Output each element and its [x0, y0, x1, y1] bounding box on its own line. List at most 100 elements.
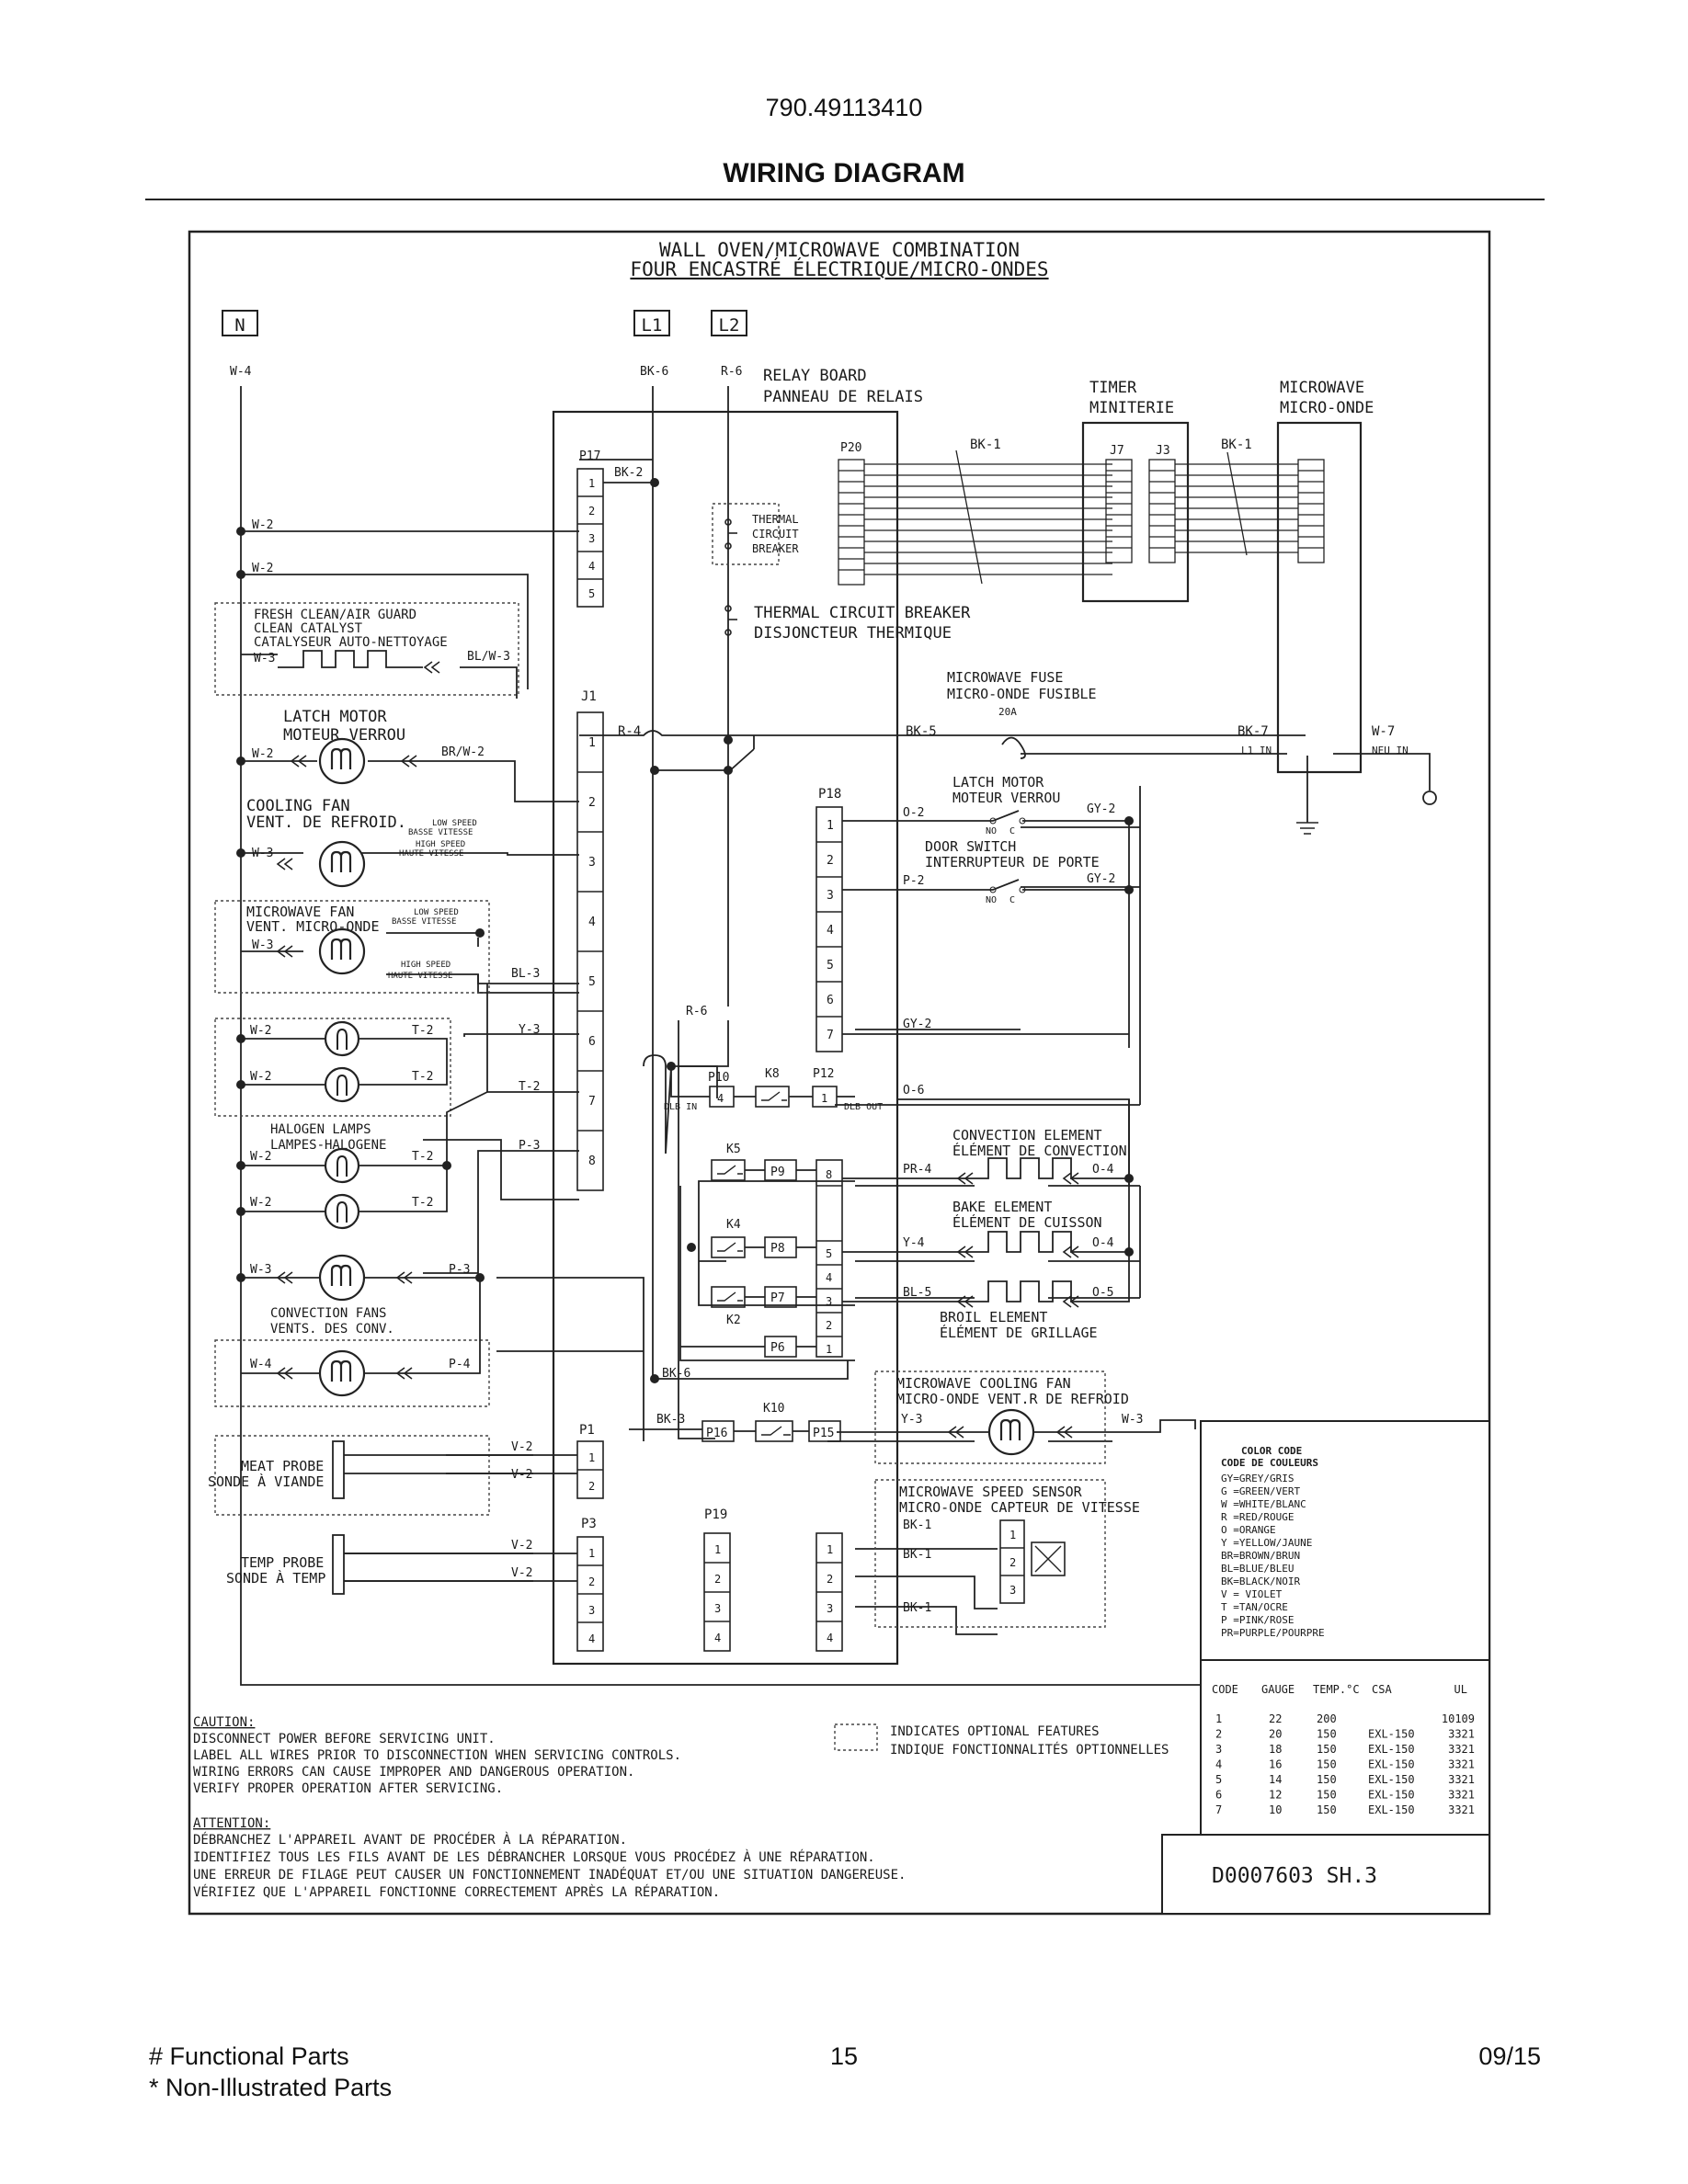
k4-label: K4 [726, 1218, 741, 1232]
wire-v2-temp-1: V-2 [511, 1539, 532, 1553]
temp-probe-icon [332, 1534, 345, 1595]
gauge-table-cell: EXL-150 [1368, 1803, 1415, 1816]
gauge-table-cell: 3321 [1448, 1728, 1475, 1741]
convection-fan-1-icon [318, 1254, 366, 1302]
meat-probe-icon [332, 1440, 345, 1499]
halogen-lamp-2-icon [324, 1066, 360, 1103]
mw-fan-label-en: MICROWAVE FAN [246, 904, 354, 920]
wire-r4: R-4 [618, 724, 641, 739]
wire-w2-h1: W-2 [250, 1024, 271, 1038]
svg-text:5: 5 [827, 959, 834, 973]
dlb-out-label: DLB OUT [844, 1102, 883, 1112]
gauge-table-cell: 3321 [1448, 1743, 1475, 1756]
gauge-table-cell: EXL-150 [1368, 1728, 1415, 1741]
footer-non-illustrated-parts: * Non-Illustrated Parts [149, 2074, 393, 2101]
footer-date: 09/15 [1478, 2042, 1541, 2070]
fuse-label-en: MICROWAVE FUSE [947, 669, 1063, 686]
door-switch-label-fr: INTERRUPTEUR DE PORTE [925, 854, 1100, 870]
svg-text:1: 1 [588, 1547, 595, 1560]
gauge-table-cell: EXL-150 [1368, 1773, 1415, 1786]
gauge-table-cell: 3321 [1448, 1773, 1475, 1786]
color-code-entry: BK=BLACK/NOIR [1221, 1575, 1300, 1587]
gauge-table-cell: 16 [1269, 1758, 1282, 1771]
bake-element [842, 1231, 1129, 1253]
p16-label: P16 [706, 1427, 727, 1440]
j7-label: J7 [1110, 444, 1124, 458]
gauge-table-cell: EXL-150 [1368, 1758, 1415, 1771]
svg-text:2: 2 [588, 1480, 595, 1493]
p19-connector [703, 1532, 731, 1652]
svg-text:7: 7 [588, 1095, 596, 1109]
caution-line: LABEL ALL WIRES PRIOR TO DISCONNECTION W… [193, 1748, 681, 1763]
svg-text:1: 1 [827, 819, 834, 833]
fresh-clean-label-2: CLEAN CATALYST [254, 621, 363, 636]
halogen-label-en: HALOGEN LAMPS [270, 1122, 371, 1137]
wire-p3-j1: P-3 [519, 1139, 540, 1153]
gauge-table-cell: 12 [1269, 1789, 1282, 1802]
p18-connector [815, 806, 843, 1052]
gauge-table-header-cell: UL [1454, 1683, 1467, 1696]
color-code-entry: G =GREEN/VERT [1221, 1485, 1300, 1497]
attention-line: UNE ERREUR DE FILAGE PEUT CAUSER UN FONC… [193, 1867, 906, 1883]
wire-w3-fresh: W-3 [254, 652, 275, 665]
svg-text:2: 2 [1009, 1556, 1016, 1569]
p12-label: P12 [813, 1067, 834, 1081]
mw-fan-icon [318, 927, 366, 975]
gauge-table-cell: 10 [1269, 1803, 1282, 1816]
svg-text:3: 3 [588, 532, 595, 545]
optional-fresh-clean-box [214, 602, 519, 696]
tcb-small-1: THERMAL [752, 513, 799, 526]
terminal-l2: L2 [711, 310, 747, 336]
wire-brw2: BR/W-2 [441, 745, 485, 759]
gauge-table-box [1200, 1659, 1490, 1836]
optional-mw-speed-box [874, 1479, 1106, 1628]
microwave-box [1276, 421, 1363, 774]
optional-mw-fan-box [214, 900, 490, 994]
wire-p3-conv: P-3 [449, 1263, 470, 1277]
color-code-entry: P =PINK/ROSE [1221, 1614, 1294, 1626]
color-code-entry: BR=BROWN/BRUN [1221, 1550, 1300, 1562]
optional-legend-fr: INDIQUE FONCTIONNALITÉS OPTIONNELLES [890, 1742, 1169, 1757]
p20-label: P20 [840, 441, 861, 455]
gauge-table-cell: 10109 [1442, 1712, 1475, 1725]
svg-text:3: 3 [826, 1295, 832, 1308]
wire-o6: O-6 [903, 1084, 924, 1098]
svg-text:3: 3 [827, 889, 834, 903]
broil-element [842, 1099, 1130, 1302]
wire-gy2-b: GY-2 [1087, 872, 1115, 886]
door-c: C [1009, 895, 1015, 905]
svg-text:1: 1 [714, 1543, 721, 1556]
svg-text:8: 8 [588, 1155, 596, 1168]
gauge-table-cell: 3 [1215, 1743, 1222, 1756]
optional-halogen-box [214, 1018, 451, 1117]
k10-label: K10 [763, 1402, 784, 1416]
microwave-connector [1297, 459, 1325, 563]
svg-text:3: 3 [1009, 1584, 1016, 1597]
wire-y3-mw: Y-3 [901, 1413, 922, 1427]
wire-w2-b: W-2 [252, 562, 273, 575]
gauge-table-cell: EXL-150 [1368, 1743, 1415, 1756]
terminal-n: N [222, 310, 258, 336]
model-number: 790.49113410 [765, 94, 923, 121]
attention-text: DÉBRANCHEZ L'APPAREIL AVANT DE PROCÉDER … [193, 1832, 906, 1900]
latch-motor-label-fr: MOTEUR VERROU [283, 726, 405, 745]
neu-in-label: NEU IN [1372, 745, 1409, 756]
wire-bk3: BK-3 [656, 1413, 685, 1427]
svg-text:2: 2 [826, 1319, 832, 1332]
svg-text:5: 5 [588, 587, 595, 600]
wire-w2-latch: W-2 [252, 747, 273, 761]
relay-board-label-fr: PANNEAU DE RELAIS [763, 388, 923, 406]
svg-text:4: 4 [714, 1632, 721, 1644]
wire-pr4: PR-4 [903, 1163, 931, 1177]
gauge-table-cell: 150 [1317, 1728, 1337, 1741]
latch-sw-label-en: LATCH MOTOR [952, 774, 1044, 791]
temp-probe-label-fr: SONDE À TEMP [226, 1569, 325, 1587]
gauge-table-cell: 150 [1317, 1773, 1337, 1786]
color-code-entry: Y =YELLOW/JAUNE [1221, 1537, 1312, 1549]
p7-label: P7 [770, 1291, 785, 1305]
halogen-lamp-3-icon [324, 1147, 360, 1184]
gauge-table-cell: 22 [1269, 1712, 1282, 1725]
